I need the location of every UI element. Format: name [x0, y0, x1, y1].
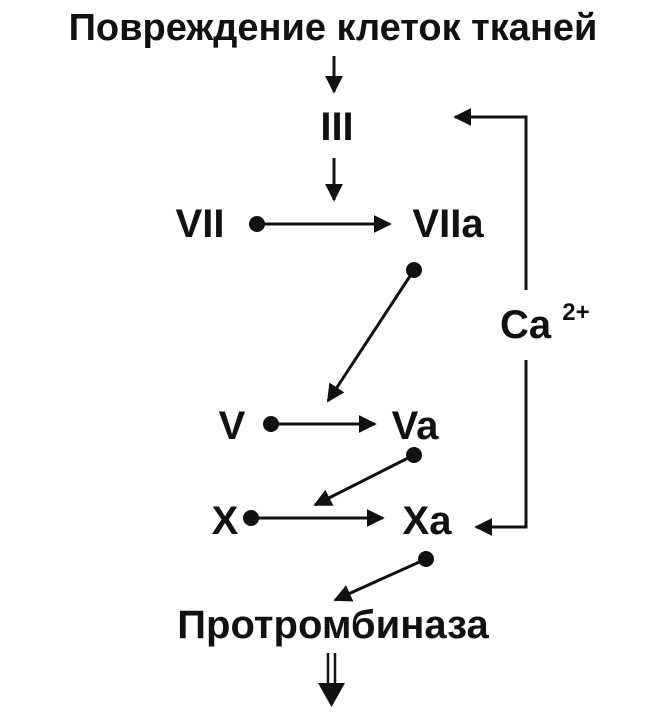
diagram-title: Повреждение клеток тканей: [69, 7, 598, 49]
node-factor-xa: Xa: [403, 499, 453, 543]
node-factor-iii: III: [320, 105, 353, 149]
node-factor-v: V: [219, 404, 246, 448]
calcium-base: Ca: [500, 303, 552, 347]
arrow-va-to-x-activation: [313, 453, 415, 507]
node-factor-va: Va: [392, 404, 439, 448]
node-prothrombinase: Протромбиназа: [177, 603, 489, 647]
arrow-viia-to-v-activation: [326, 269, 416, 403]
node-factor-x: X: [212, 499, 239, 543]
node-factor-viia: VIIa: [412, 202, 484, 246]
calcium-charge: 2+: [562, 299, 589, 326]
calcium-label: Ca 2+: [500, 299, 590, 347]
arrow-xa-to-result: [333, 557, 427, 602]
calcium-label-bg: [496, 290, 608, 360]
node-factor-vii: VII: [176, 202, 225, 246]
result-arrow-head: [318, 683, 345, 707]
